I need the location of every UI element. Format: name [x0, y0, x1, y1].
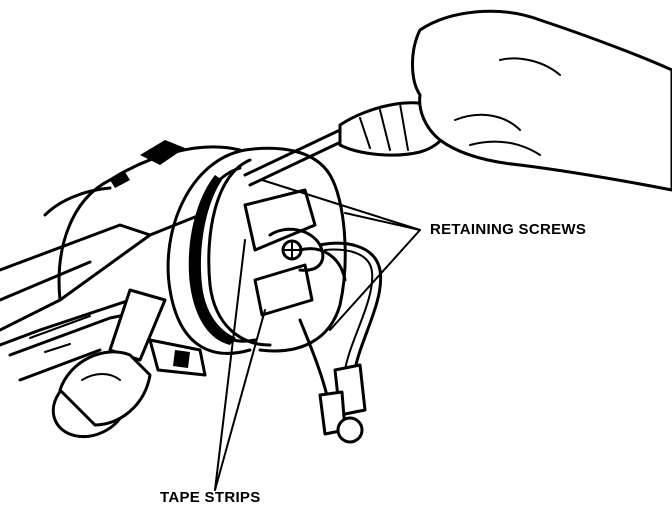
- horn-wire-connector: [298, 241, 383, 444]
- steering-column: [0, 213, 202, 382]
- label-retaining-screws: RETAINING SCREWS: [430, 221, 586, 238]
- leader-retaining-screw-top: [261, 179, 421, 231]
- leader-retaining-screw-lower: [329, 229, 421, 331]
- label-tape-strips: TAPE STRIPS: [160, 489, 261, 506]
- leader-tape-strip-upper: [214, 239, 246, 491]
- callout-leaders: [214, 179, 421, 491]
- tool-handle: [51, 288, 207, 439]
- screwdriver-in-hand: [243, 9, 672, 192]
- horn-switch-assembly: [243, 188, 347, 317]
- tape-strip-upper: [243, 188, 317, 252]
- hand-icon: [411, 9, 672, 192]
- leader-tape-strip-lower: [214, 309, 266, 491]
- column-housing: [43, 140, 242, 302]
- wheel-hub: [166, 146, 347, 355]
- tape-strip-lower: [253, 263, 314, 317]
- leader-retaining-screw-upper: [344, 212, 421, 231]
